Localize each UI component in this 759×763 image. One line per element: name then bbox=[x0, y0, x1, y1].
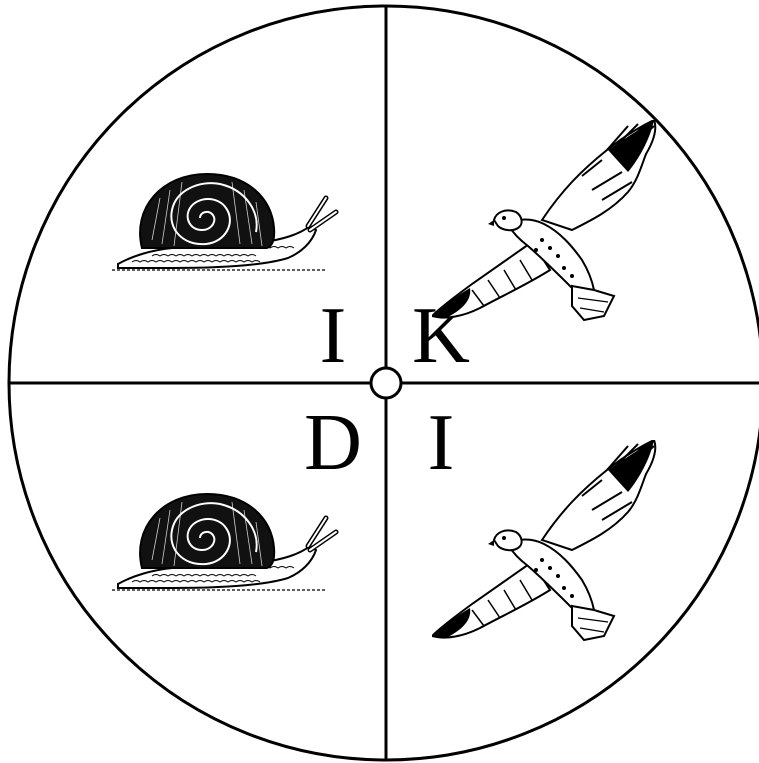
quadrant-letter-bottom-left: D bbox=[304, 399, 362, 487]
center-hub bbox=[371, 368, 401, 398]
quadrant-letter-top-left: I bbox=[320, 292, 347, 380]
snail-icon bbox=[112, 494, 336, 590]
hawk-icon bbox=[432, 440, 655, 640]
snail-icon bbox=[112, 174, 336, 270]
quadrant-letter-bottom-right: I bbox=[428, 399, 455, 487]
hawk-icon bbox=[432, 120, 655, 320]
